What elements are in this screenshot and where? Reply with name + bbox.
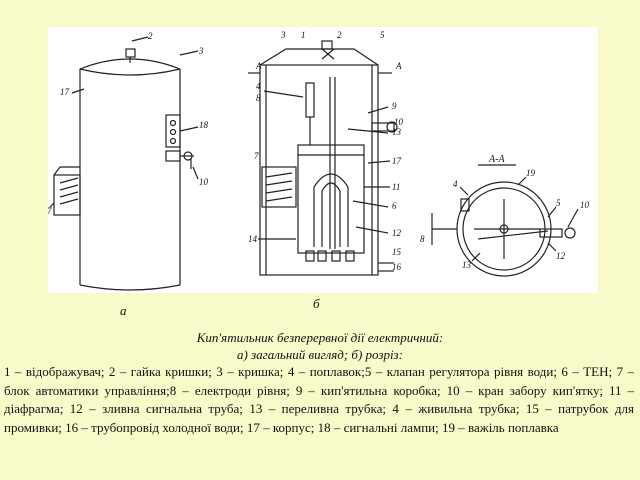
figure-caption-subtitle: а) загальний вигляд; б) розріз: [237,347,403,362]
section-title: A-A [488,154,505,165]
view-a-label: 7 [48,206,52,216]
view-b-label: 4 [256,81,261,91]
view-b-label: 14 [248,234,258,244]
view-a-label: 2 [148,31,153,41]
section-label: 10 [580,200,590,210]
figure-caption-title: Кип'ятильник безперервної дії електрични… [196,330,444,345]
section-a-a [431,164,579,277]
boiler-diagram: 2 3 17 18 10 7 3 1 2 5 A A 4 8 9 13 10 7… [48,27,598,293]
view-b-label: 6 [392,201,397,211]
view-b-label: 15 [392,247,402,257]
view-a-label: 3 [198,46,204,56]
section-label: 12 [556,251,566,261]
view-b-label: 16 [392,262,402,272]
section-label: 13 [462,260,472,270]
view-b-label: 5 [380,30,385,40]
view-b-label: 3 [280,30,286,40]
view-a-label: 17 [60,87,70,97]
view-b-label: 11 [392,182,400,192]
section-label: 4 [453,179,458,189]
view-b-label: 13 [392,127,402,137]
sublabel-b: б [313,296,320,311]
section-label: 5 [556,198,561,208]
view-b-label: A [395,61,402,71]
view-a-general [49,36,199,291]
parts-legend: 1 – відображувач; 2 – гайка кришки; 3 – … [4,364,634,435]
view-b-label: 10 [394,117,404,127]
view-a-label: 18 [199,120,209,130]
sublabel-a: а [120,303,127,318]
view-b-label: 12 [392,228,402,238]
section-label: 8 [420,234,425,244]
section-label: 19 [526,168,536,178]
view-b-label: 17 [392,156,402,166]
view-b-label: 7 [254,151,259,161]
view-a-label: 10 [199,177,209,187]
view-b-label: A [255,61,262,71]
view-b-label: 8 [256,93,261,103]
view-b-label: 9 [392,101,397,111]
view-b-section [248,40,398,276]
boiler-drawing: 2 3 17 18 10 7 3 1 2 5 A A 4 8 9 13 10 7… [48,27,598,293]
view-b-label: 1 [301,30,306,40]
view-b-label: 2 [337,30,342,40]
